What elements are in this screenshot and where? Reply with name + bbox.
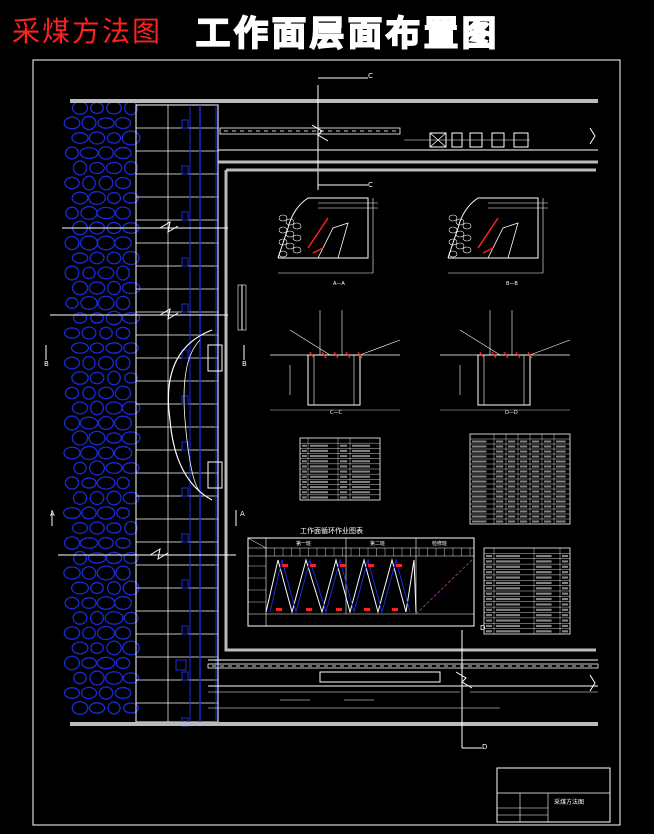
section-c-top-label: C [368,72,373,80]
caption-cc: C—C [330,410,342,416]
section-d-bottom-label: D [482,743,488,751]
goaf-rock-pattern [62,100,141,715]
support-column [135,104,223,727]
section-d-right-label: D [480,624,486,632]
section-dd-drawing [440,310,571,411]
upper-roadway [70,99,598,164]
section-line-c [311,77,368,190]
table-left [299,437,381,501]
cycle-chart [247,537,475,627]
title-block-name: 采煤方法图 [554,799,585,806]
cycle-shift-3: 检修班 [432,541,448,547]
section-aa-drawing [277,197,378,274]
cycle-chart-title: 工作面循环作业图表 [300,527,363,535]
caption-dd: D—D [505,410,518,416]
section-bb-drawing [447,197,548,274]
section-cc-drawing [270,310,401,411]
sheet-border [32,59,621,826]
cycle-shift-1: 第一班 [296,541,312,547]
section-aa-right-label: A [240,510,245,518]
main-title: 工作面层面布置图 [195,13,500,55]
face-frame [224,168,596,652]
table-lower-right [483,547,571,635]
section-bb-left-label: B [44,360,49,368]
caption-bb: B—B [506,281,518,287]
lower-roadway [70,630,599,749]
red-title: 采煤方法图 [12,15,163,48]
title-block [496,767,611,823]
cycle-shift-2: 第二班 [370,541,386,547]
section-markers [45,220,247,561]
section-aa-left-label: A [50,510,55,518]
section-c-bottom-label: C [368,181,373,189]
caption-aa: A—A [333,281,345,287]
section-bb-right-label: B [242,360,247,368]
table-right [469,433,571,525]
